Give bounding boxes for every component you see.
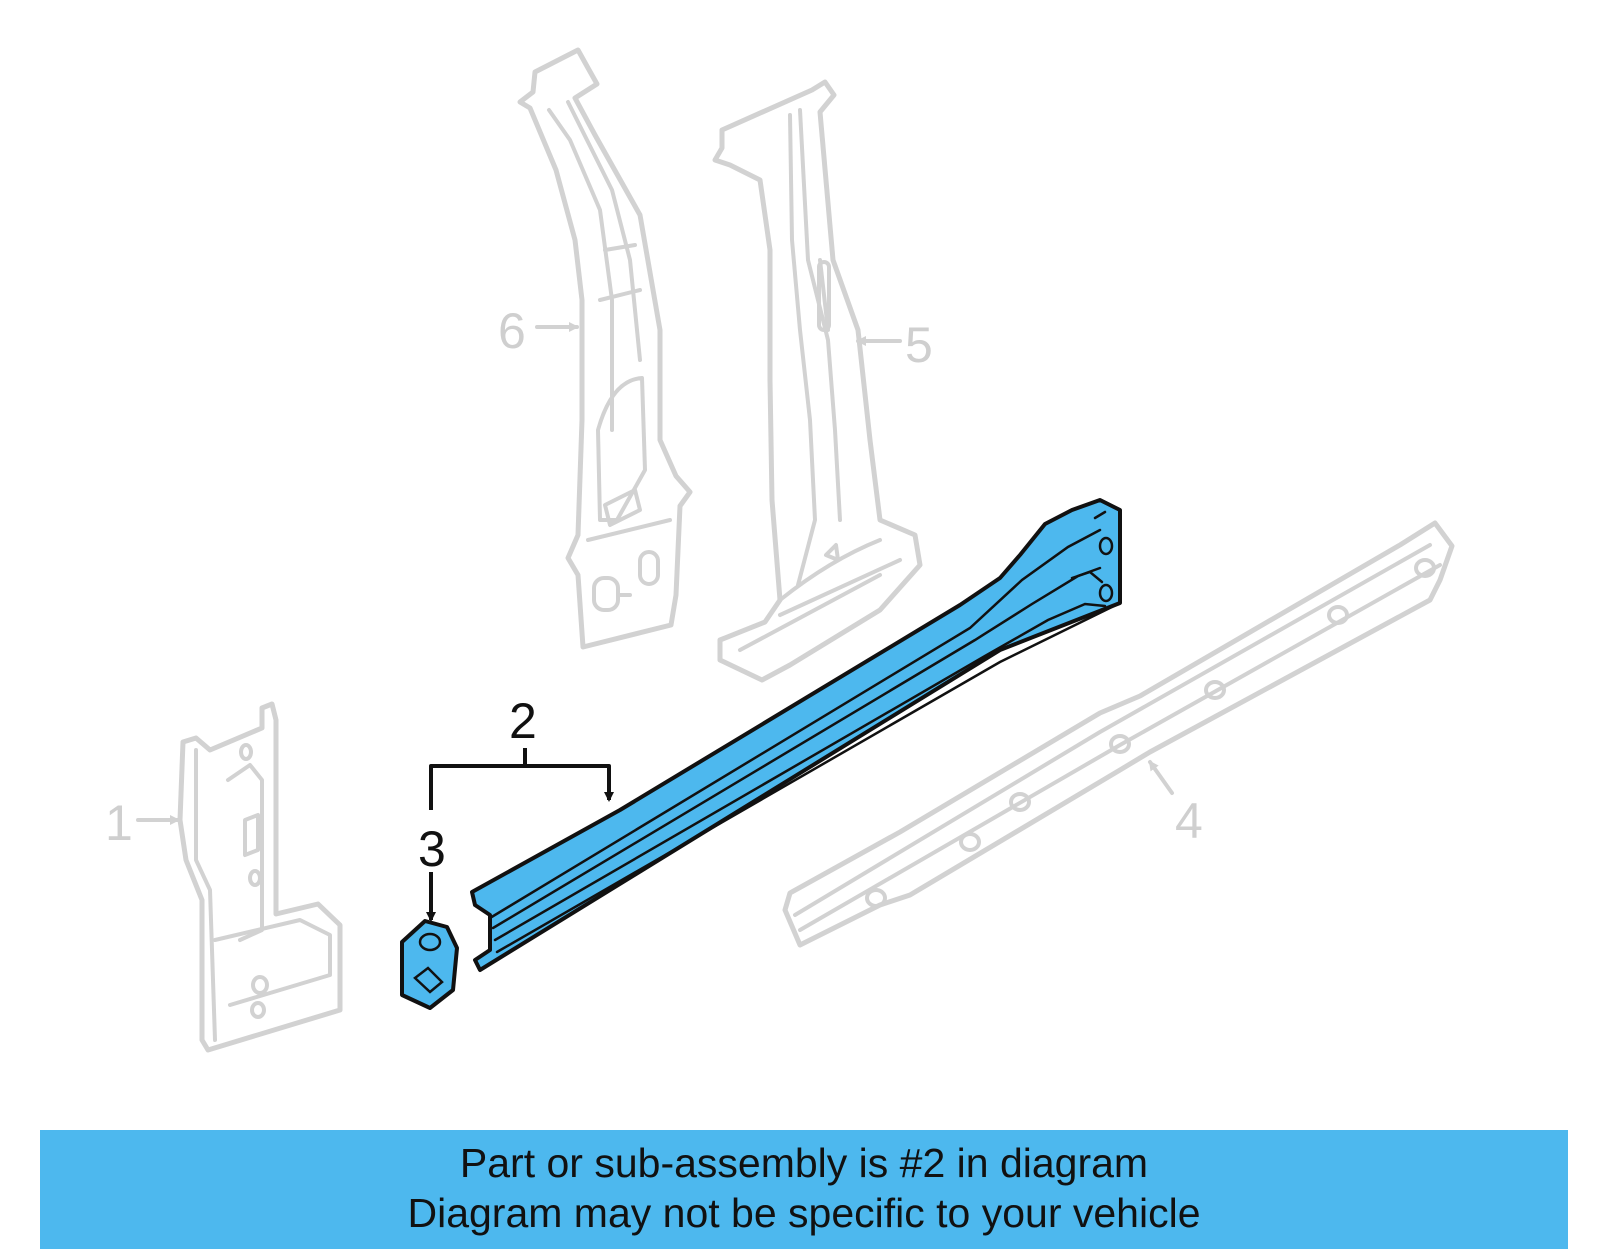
callout-bracket-2 xyxy=(429,748,609,810)
label-part-6: 6 xyxy=(498,303,526,359)
part-1-pillar xyxy=(177,701,343,1053)
parts-diagram: 2 3 1 4 5 6 xyxy=(105,47,1455,1053)
part-4-reinforcement xyxy=(782,520,1455,948)
banner-line-2: Diagram may not be specific to your vehi… xyxy=(407,1190,1201,1236)
label-part-3: 3 xyxy=(418,821,446,877)
label-part-1: 1 xyxy=(105,795,133,851)
banner-line-1: Part or sub-assembly is #2 in diagram xyxy=(459,1140,1149,1186)
label-part-5: 5 xyxy=(905,317,933,373)
info-banner: Part or sub-assembly is #2 in diagram Di… xyxy=(40,1130,1568,1249)
callout-arrow-4 xyxy=(1148,760,1174,795)
part-3-bracket[interactable] xyxy=(400,919,459,1010)
label-part-4: 4 xyxy=(1175,793,1203,849)
part-5-pillar xyxy=(712,79,923,683)
part-6-pillar xyxy=(517,47,693,650)
label-part-2: 2 xyxy=(509,693,537,749)
part-2-rocker-panel[interactable] xyxy=(470,498,1122,972)
